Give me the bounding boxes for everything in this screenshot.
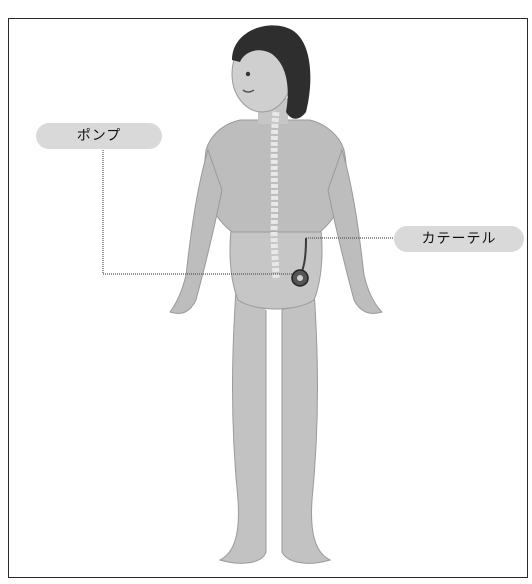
pump-port (297, 275, 303, 281)
eye (246, 72, 250, 76)
right-arm (328, 150, 382, 314)
pump-label: ポンプ (36, 123, 162, 149)
catheter-label: カテーテル (394, 226, 524, 252)
left-arm (170, 150, 222, 314)
legs (220, 290, 330, 563)
